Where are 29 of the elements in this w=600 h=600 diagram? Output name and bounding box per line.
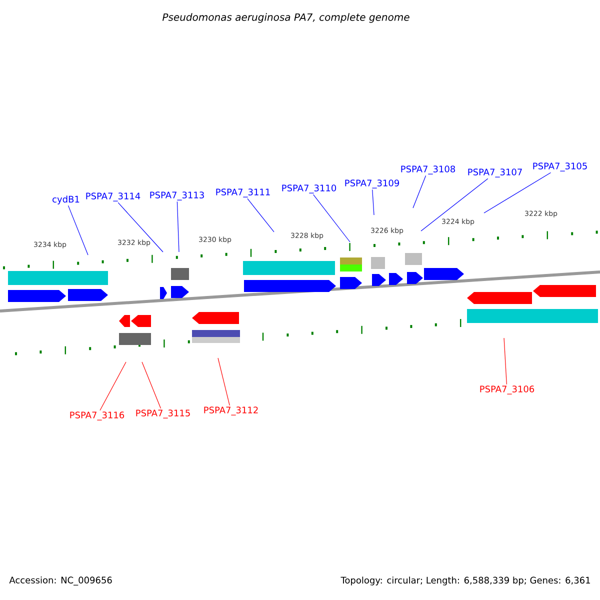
leader-line — [100, 362, 126, 411]
gene-label: cydB1 — [52, 196, 80, 204]
gene-label: PSPA7_3106 — [480, 386, 534, 394]
leader-line — [412, 175, 426, 208]
leader-line — [484, 172, 552, 214]
gene-label: PSPA7_3109 — [345, 180, 400, 188]
title: Pseudomonas aeruginosa PA7, complete genome — [162, 13, 410, 23]
gene-label: PSPA7_3111 — [216, 188, 270, 198]
footer-text: Accession: NC_009656 — [9, 576, 112, 586]
leader-line — [118, 202, 164, 252]
leader-line — [176, 201, 180, 252]
leader-line — [247, 198, 274, 232]
gene-label: PSPA7_3113 — [150, 192, 204, 200]
gene-label: PSPA7_3110 — [282, 184, 336, 194]
leader-line — [420, 178, 488, 232]
gene-label: PSPA7_3115 — [136, 410, 190, 418]
gene-label: PSPA7_3116 — [70, 412, 124, 420]
gene-label: PSPA7_3112 — [204, 406, 258, 416]
leader-line — [504, 338, 507, 385]
gene-label: PSPA7_3105 — [533, 162, 587, 172]
gene-label: PSPA7_3108 — [401, 166, 456, 174]
gene-label: PSPA7_3107 — [468, 168, 522, 178]
leader-line — [313, 194, 350, 242]
leader-line — [372, 189, 374, 216]
leader-line — [68, 205, 88, 256]
leader-line — [142, 362, 162, 409]
leader-line — [218, 358, 230, 406]
footer-text: Topology: circular; Length: 6,588,339 bp; Genes: 6,361 — [340, 576, 590, 586]
gene-label: PSPA7_3114 — [86, 192, 140, 202]
